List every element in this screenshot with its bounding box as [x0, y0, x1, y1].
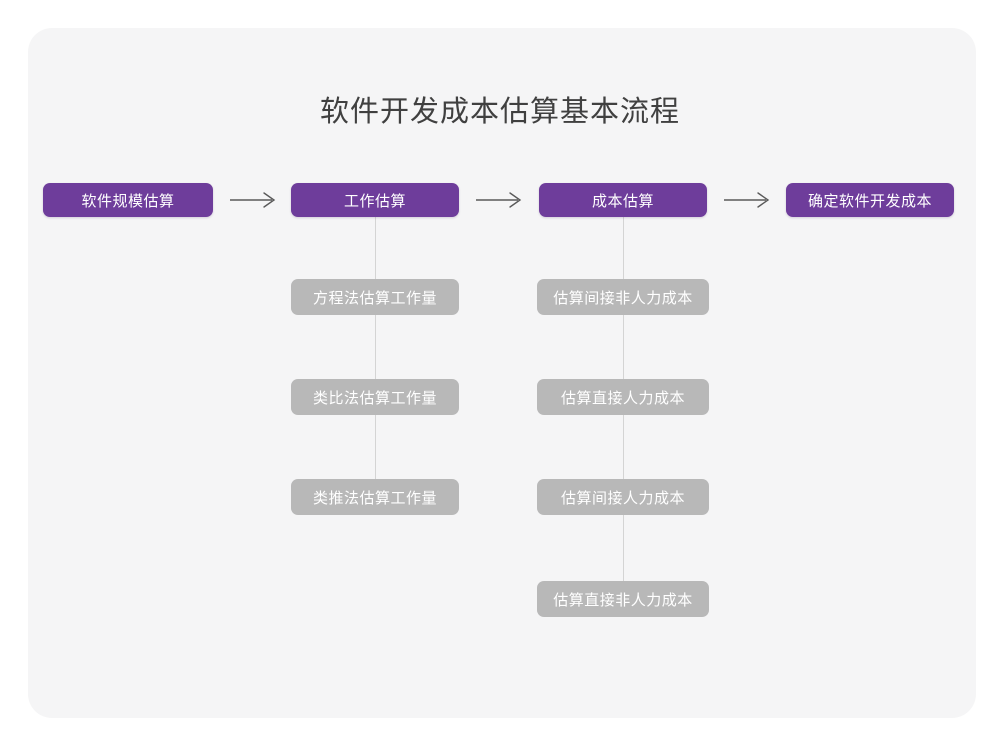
arrow-right-icon — [230, 192, 276, 208]
arrow-right-icon — [724, 192, 770, 208]
connector-line-stage2 — [375, 216, 376, 497]
content-panel — [28, 28, 976, 718]
arrow-stage3-stage4 — [722, 189, 772, 213]
stage-box-effort-estimation[interactable]: 工作估算 — [291, 183, 459, 217]
substep-box-analogy-method[interactable]: 类比法估算工作量 — [291, 379, 459, 415]
substep-box-indirect-nonlabor-cost[interactable]: 估算间接非人力成本 — [537, 279, 709, 315]
substep-box-indirect-labor-cost[interactable]: 估算间接人力成本 — [537, 479, 709, 515]
arrow-stage1-stage2 — [228, 189, 278, 213]
stage-label: 成本估算 — [591, 192, 654, 210]
stage-label: 工作估算 — [343, 192, 406, 210]
stage-box-cost-estimation[interactable]: 成本估算 — [539, 183, 707, 217]
substep-label: 估算间接人力成本 — [560, 489, 685, 507]
substep-box-inference-method[interactable]: 类推法估算工作量 — [291, 479, 459, 515]
substep-box-direct-labor-cost[interactable]: 估算直接人力成本 — [537, 379, 709, 415]
stage-label: 软件规模估算 — [81, 192, 175, 210]
substep-box-direct-nonlabor-cost[interactable]: 估算直接非人力成本 — [537, 581, 709, 617]
stage-box-software-size-estimation[interactable]: 软件规模估算 — [43, 183, 213, 217]
substep-label: 估算直接非人力成本 — [553, 591, 693, 609]
substep-label: 类比法估算工作量 — [312, 389, 437, 407]
arrow-stage2-stage3 — [474, 189, 524, 213]
stage-box-determine-development-cost[interactable]: 确定软件开发成本 — [786, 183, 954, 217]
substep-label: 类推法估算工作量 — [312, 489, 437, 507]
page-title: 软件开发成本估算基本流程 — [319, 96, 680, 128]
substep-label: 估算直接人力成本 — [560, 389, 685, 407]
arrow-right-icon — [476, 192, 522, 208]
substep-label: 估算间接非人力成本 — [553, 289, 693, 307]
substep-box-equation-method[interactable]: 方程法估算工作量 — [291, 279, 459, 315]
stage-label: 确定软件开发成本 — [807, 192, 932, 210]
substep-label: 方程法估算工作量 — [312, 289, 437, 307]
